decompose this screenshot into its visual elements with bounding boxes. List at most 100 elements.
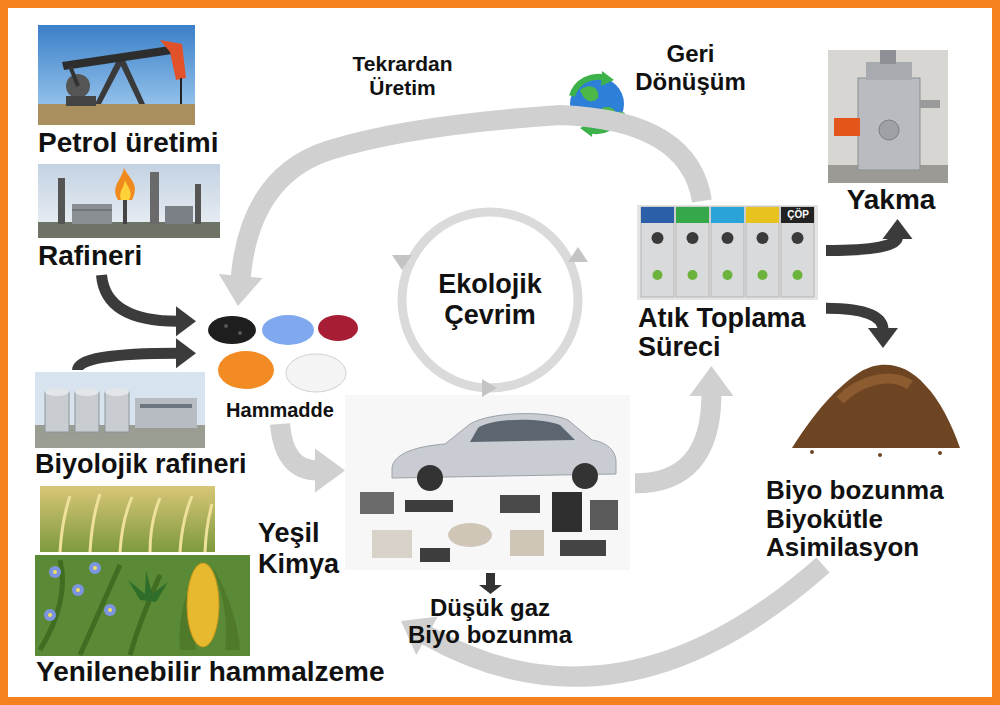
- incinerator-photo-part: [858, 78, 920, 170]
- refinery-photo: [38, 164, 220, 238]
- recycling-bins-photo-part: [653, 270, 663, 280]
- photo-node: Hammadde: [196, 306, 364, 424]
- arrow-line: [102, 275, 179, 321]
- incinerator-photo-part: [834, 118, 860, 136]
- bio-refinery-photo-part: [105, 392, 129, 432]
- flow-arrow: [635, 366, 733, 483]
- flax-corn-photo-part: [53, 570, 57, 574]
- flow-arrow: [826, 219, 913, 251]
- recycling-bins-photo-part: [722, 232, 734, 244]
- flow-arrow: [826, 308, 898, 348]
- recycling-bins-photo-part: [757, 232, 769, 244]
- down-arrow-part: [486, 573, 495, 585]
- refinery-photo-part: [150, 172, 159, 224]
- car-parts-photo-part: [510, 530, 544, 556]
- flow-arrow: [102, 275, 197, 336]
- flax-corn-photo-part: [108, 608, 112, 612]
- photo-node: Biyolojik rafineri: [32, 370, 260, 483]
- bio-refinery-photo-part: [135, 398, 197, 428]
- arrow-head: [868, 328, 898, 348]
- diagram-label: Yeşil Kimya: [258, 518, 344, 580]
- incinerator-photo-part: [920, 100, 940, 108]
- diagram-label: Tekrardan Üretim: [345, 52, 460, 100]
- pellets-photo-part: [200, 310, 360, 395]
- wheat-photo-part: [40, 486, 215, 552]
- arrow-line: [280, 424, 317, 470]
- photo-node: Yakma: [826, 47, 956, 219]
- car-parts-photo: [345, 395, 630, 570]
- flax-corn-photo-part: [76, 588, 80, 592]
- down-arrow-part: [479, 585, 502, 594]
- diagram-label: Geri Dönüşüm: [628, 40, 753, 95]
- recycling-bins-photo-part: [758, 270, 768, 280]
- caption: Biyo bozunma Biyokütle Asimilasyon: [766, 476, 958, 562]
- photo-node: Petrol üretimi: [35, 22, 225, 162]
- pellets-photo-part: [224, 324, 228, 328]
- recycling-bins-photo-part: [781, 207, 814, 297]
- bio-refinery-photo-part: [75, 392, 99, 432]
- recycling-bins-photo-part: [711, 207, 744, 297]
- soil-pile-photo-part: [792, 365, 960, 448]
- arrow-head: [883, 219, 913, 239]
- refinery-photo-part: [123, 200, 127, 224]
- soil-pile-photo-part: [878, 453, 882, 457]
- bio-refinery-photo-part: [45, 392, 69, 432]
- arrow-head: [219, 274, 263, 306]
- recycling-bins-photo-part: [676, 207, 709, 297]
- car-parts-photo-part: [552, 492, 582, 532]
- arrow-head: [689, 366, 733, 396]
- refinery-photo-part: [120, 180, 130, 200]
- oil-pump-photo-part: [66, 96, 96, 106]
- flax-corn-photo-part: [212, 565, 240, 650]
- wheat-photo-part: [60, 494, 212, 552]
- recycling-bins-photo-part: [792, 232, 804, 244]
- incinerator-photo-part: [879, 120, 899, 140]
- car-parts-photo-part: [560, 540, 606, 556]
- arrow-line: [241, 115, 702, 278]
- car-parts-photo-part: [405, 500, 453, 512]
- refinery-photo-part: [38, 222, 220, 238]
- oil-pump-photo-part: [95, 58, 145, 104]
- bio-refinery-photo-part: [35, 372, 205, 448]
- arrow-line: [635, 394, 711, 483]
- recycling-bins-photo-part: [688, 270, 698, 280]
- incinerator-photo-part: [866, 62, 912, 80]
- soil-pile-photo-part: [840, 379, 910, 400]
- oil-pump-photo-part: [180, 78, 182, 104]
- refinery-photo-part: [115, 168, 135, 200]
- caption: Yenilenebilir hammalzeme: [36, 657, 385, 688]
- soil-pile-photo-part: [938, 451, 942, 455]
- photo-node: Yenilenebilir hammalzeme: [33, 485, 401, 691]
- car-parts-photo-part: [500, 495, 540, 513]
- car-parts-photo-part: [448, 523, 492, 547]
- refinery-photo-part: [72, 204, 112, 224]
- flax-corn-photo-part: [187, 563, 219, 647]
- flow-arrow: [78, 338, 196, 370]
- photo-node: Düşük gaz Biyo bozunma: [345, 393, 635, 651]
- car-parts-photo-part: [420, 548, 450, 562]
- flax-corn-photo-part: [35, 555, 250, 656]
- refinery-photo-part: [72, 210, 112, 211]
- caption: Biyolojik rafineri: [35, 450, 247, 480]
- oil-pump-photo-part: [160, 40, 186, 80]
- flax-corn-photo-part: [128, 570, 168, 602]
- arrow-line: [826, 237, 898, 251]
- recycling-bins-photo-part: [793, 270, 803, 280]
- caption: Hammadde: [226, 399, 334, 421]
- photo-node: Biyo bozunma Biyokütle Asimilasyon: [763, 348, 963, 565]
- bio-refinery-photo-part: [105, 388, 129, 396]
- down-arrow: [479, 573, 502, 594]
- caption: Atık Toplama Süreci: [638, 304, 821, 363]
- flax-corn-photo-part: [48, 613, 52, 617]
- flax-corn-photo-part: [93, 566, 97, 570]
- pellets-photo-part: [286, 354, 346, 392]
- ecological-cycle-ring-part: [392, 255, 412, 270]
- flax-corn-photo-part: [104, 604, 116, 616]
- arrow-head: [176, 338, 196, 368]
- car-parts-photo-part: [345, 395, 630, 570]
- recycle-globe-part: [572, 77, 606, 96]
- flax-corn-photo: [35, 555, 250, 656]
- soil-pile-photo: [792, 365, 960, 457]
- wheat-photo: [40, 486, 215, 552]
